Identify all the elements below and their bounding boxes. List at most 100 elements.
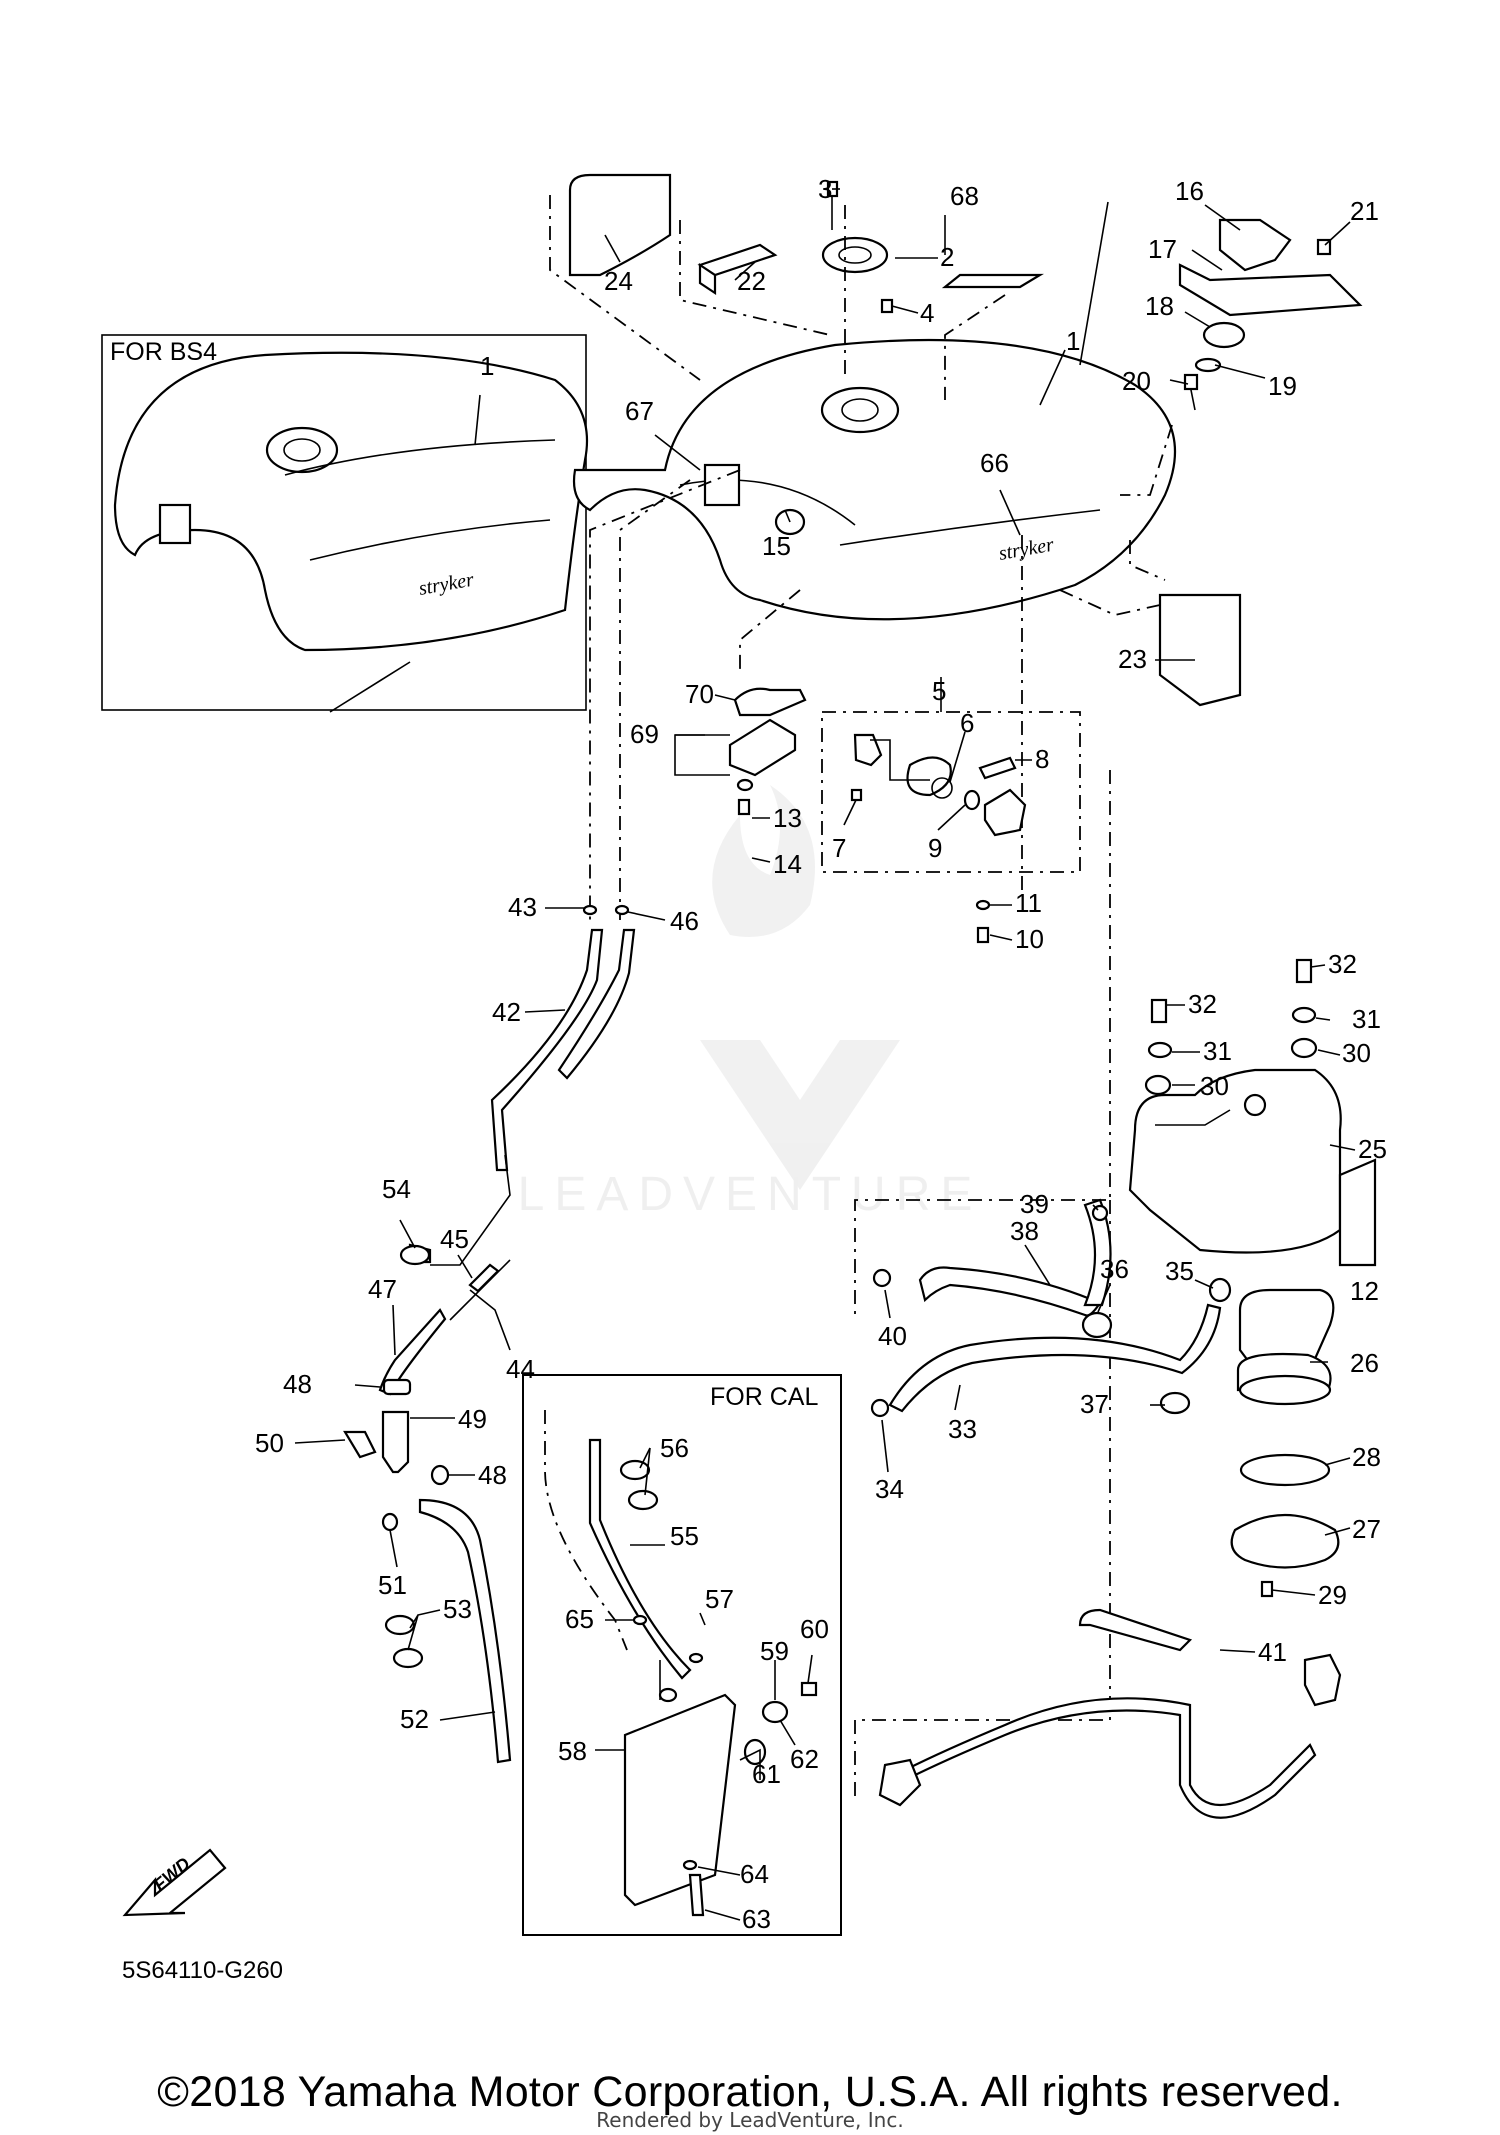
callout-21: 21	[1350, 196, 1379, 226]
plate-27	[1230, 1514, 1340, 1569]
callout-57: 57	[705, 1584, 734, 1614]
cal-inset-box: FOR CAL	[522, 1374, 842, 1936]
callout-6: 6	[960, 708, 974, 738]
callout-3: 3	[818, 174, 832, 204]
copyright-notice: ©2018 Yamaha Motor Corporation, U.S.A. A…	[157, 2068, 1343, 2116]
fuel-cock-kit-box	[821, 711, 1081, 873]
callout-20: 20	[1122, 366, 1151, 396]
callout-41: 41	[1258, 1637, 1287, 1667]
fuel-pump-26	[1236, 1288, 1335, 1406]
fuel-cap	[821, 180, 894, 314]
bolts-30-32	[1144, 958, 1318, 1096]
hose-38	[918, 1266, 1102, 1317]
callout-48: 48	[283, 1369, 312, 1399]
cal-label: FOR CAL	[710, 1383, 818, 1411]
callout-50: 50	[255, 1428, 284, 1458]
callout-2: 2	[940, 242, 954, 272]
dash-23	[1129, 540, 1166, 581]
callout-55: 55	[670, 1521, 699, 1551]
callout-15: 15	[762, 531, 791, 561]
callout-25: 25	[1358, 1134, 1387, 1164]
clip-35	[1208, 1277, 1232, 1303]
bs4-label: FOR BS4	[110, 338, 217, 366]
callout-22: 22	[737, 266, 766, 296]
callout-32: 32	[1328, 949, 1357, 979]
valve-assembly	[343, 1378, 512, 1764]
clip-34	[870, 1398, 890, 1418]
watermark: LEADVENTURE	[518, 785, 983, 1221]
callout-19: 19	[1268, 371, 1297, 401]
pad-68	[941, 273, 1044, 289]
callout-5: 5	[932, 676, 946, 706]
callout-69: 69	[630, 719, 659, 749]
dash-43	[589, 469, 741, 920]
callout-12: 12	[1350, 1276, 1379, 1306]
callout-31: 31	[1352, 1004, 1381, 1034]
callout-24: 24	[604, 266, 633, 296]
callout-18: 18	[1145, 291, 1174, 321]
callout-47: 47	[368, 1274, 397, 1304]
callout-51: 51	[378, 1570, 407, 1600]
clip-40	[872, 1268, 892, 1288]
dash-46	[619, 479, 691, 920]
callout-30: 30	[1200, 1071, 1229, 1101]
callout-46: 46	[670, 906, 699, 936]
clip-36	[1081, 1311, 1113, 1339]
seal-28	[1239, 1453, 1331, 1487]
callout-48: 48	[478, 1460, 507, 1490]
callout-44: 44	[506, 1354, 535, 1384]
callout-56: 56	[660, 1433, 689, 1463]
pad-24	[568, 173, 672, 277]
callout-31: 31	[1203, 1036, 1232, 1066]
callout-61: 61	[752, 1759, 781, 1789]
pump-cover-25	[1128, 1068, 1342, 1254]
callout-9: 9	[928, 833, 942, 863]
clip-54	[399, 1244, 431, 1266]
callout-66: 66	[980, 448, 1009, 478]
callout-63: 63	[742, 1904, 771, 1934]
pad-23	[1158, 593, 1242, 707]
watermark-text: LEADVENTURE	[518, 1168, 983, 1221]
dash-68	[944, 294, 1006, 400]
callout-4: 4	[920, 298, 934, 328]
fuel-cock	[850, 733, 1027, 837]
callout-23: 23	[1118, 644, 1147, 674]
callout-32: 32	[1188, 989, 1217, 1019]
callout-62: 62	[790, 1744, 819, 1774]
callout-35: 35	[1165, 1256, 1194, 1286]
callout-43: 43	[508, 892, 537, 922]
callout-45: 45	[440, 1224, 469, 1254]
callout-53: 53	[443, 1594, 472, 1624]
callout-11: 11	[1015, 888, 1042, 918]
clip-53	[384, 1614, 424, 1669]
rendered-by-credit: Rendered by LeadVenture, Inc.	[596, 2108, 904, 2132]
callout-27: 27	[1352, 1514, 1381, 1544]
callout-70: 70	[685, 679, 714, 709]
callout-14: 14	[773, 849, 802, 879]
callout-13: 13	[773, 803, 802, 833]
callout-65: 65	[565, 1604, 594, 1634]
callout-37: 37	[1080, 1389, 1109, 1419]
callout-17: 17	[1148, 234, 1177, 264]
pad-22	[697, 243, 778, 296]
fwd-arrow: FWD	[122, 1848, 227, 1917]
callout-33: 33	[948, 1414, 977, 1444]
clip-43-46	[582, 904, 630, 916]
callout-10: 10	[1015, 924, 1044, 954]
callout-58: 58	[558, 1736, 587, 1766]
callout-42: 42	[492, 997, 521, 1027]
callout-40: 40	[878, 1321, 907, 1351]
clip-37	[1159, 1391, 1191, 1415]
callout-52: 52	[400, 1704, 429, 1734]
callout-38: 38	[1010, 1216, 1039, 1246]
callout-8: 8	[1035, 744, 1049, 774]
callout-1: 1	[1066, 326, 1080, 356]
dash-70	[739, 589, 801, 670]
callout-59: 59	[760, 1636, 789, 1666]
callout-36: 36	[1100, 1254, 1129, 1284]
callout-28: 28	[1352, 1442, 1381, 1472]
callout-7: 7	[832, 833, 846, 863]
dash-20	[1120, 424, 1173, 496]
callout-30: 30	[1342, 1038, 1371, 1068]
dash-24	[549, 195, 701, 381]
